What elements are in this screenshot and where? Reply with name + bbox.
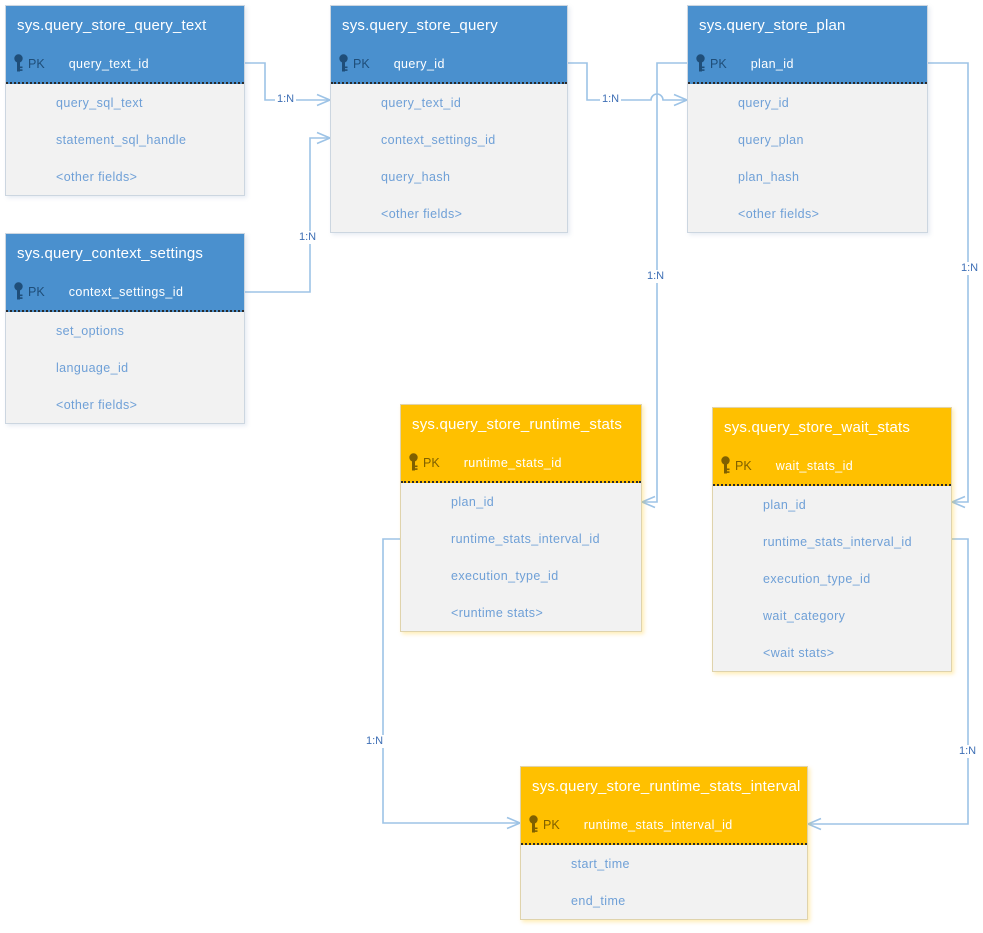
entity-title: sys.query_store_runtime_stats_interval: [521, 767, 807, 806]
pk-field-name: runtime_stats_id: [463, 455, 562, 470]
field-row[interactable]: <other fields>: [56, 169, 138, 184]
entity-query-store-query[interactable]: sys.query_store_query PK query_id query_…: [330, 5, 568, 233]
pk-badge: PK: [353, 56, 370, 71]
field-row[interactable]: statement_sql_handle: [56, 132, 187, 147]
connector-context-query: [245, 137, 329, 293]
pk-row[interactable]: PK plan_id: [688, 45, 927, 84]
entity-title: sys.query_context_settings: [6, 234, 244, 273]
pk-row[interactable]: PK runtime_stats_interval_id: [521, 806, 807, 845]
entity-query-store-runtime-stats[interactable]: sys.query_store_runtime_stats PK runtime…: [400, 404, 642, 632]
entity-query-store-plan[interactable]: sys.query_store_plan PK plan_id query_id…: [687, 5, 928, 233]
entity-query-store-wait-stats[interactable]: sys.query_store_wait_stats PK wait_stats…: [712, 407, 952, 672]
key-icon: [408, 453, 422, 472]
field-row[interactable]: execution_type_id: [763, 571, 871, 586]
relationship-label: 1:N: [645, 270, 667, 283]
entity-title: sys.query_store_query_text: [6, 6, 244, 45]
pk-badge: PK: [710, 56, 727, 71]
connector-plan-waitstats: [928, 62, 969, 503]
key-icon: [528, 815, 542, 834]
field-row[interactable]: query_sql_text: [56, 95, 143, 110]
pk-row[interactable]: PK query_text_id: [6, 45, 244, 84]
entity-query-store-runtime-stats-interval[interactable]: sys.query_store_runtime_stats_interval P…: [520, 766, 808, 920]
connector-runtimestats-interval: [382, 538, 519, 824]
pk-field-name: query_id: [393, 56, 445, 71]
relationship-label: 1:N: [275, 93, 297, 106]
pk-field-name: wait_stats_id: [775, 458, 854, 473]
pk-field-name: context_settings_id: [68, 284, 184, 299]
field-row[interactable]: <wait stats>: [763, 645, 835, 660]
pk-badge: PK: [423, 455, 440, 470]
pk-badge: PK: [28, 284, 45, 299]
pk-badge: PK: [543, 817, 560, 832]
pk-row[interactable]: PK wait_stats_id: [713, 447, 951, 486]
field-row[interactable]: <other fields>: [738, 206, 820, 221]
field-row[interactable]: <other fields>: [56, 397, 138, 412]
entity-title: sys.query_store_plan: [688, 6, 927, 45]
entity-query-context-settings[interactable]: sys.query_context_settings PK context_se…: [5, 233, 245, 424]
field-row[interactable]: start_time: [571, 856, 630, 871]
field-row[interactable]: query_text_id: [381, 95, 462, 110]
key-icon: [695, 54, 709, 73]
field-row[interactable]: language_id: [56, 360, 129, 375]
pk-badge: PK: [28, 56, 45, 71]
field-row[interactable]: plan_id: [451, 494, 495, 509]
arrowhead-plan-waitstats: [949, 495, 966, 509]
field-row[interactable]: plan_hash: [738, 169, 800, 184]
relationship-label: 1:N: [959, 262, 981, 275]
pk-row[interactable]: PK query_id: [331, 45, 567, 84]
arrowhead-waitstats-interval: [805, 817, 822, 831]
field-row[interactable]: <other fields>: [381, 206, 463, 221]
connector-querytext-query: [245, 62, 329, 101]
key-icon: [13, 282, 27, 301]
relationship-label: 1:N: [297, 231, 319, 244]
field-row[interactable]: <runtime stats>: [451, 605, 544, 620]
arrowhead-plan-runtimestats: [639, 495, 656, 509]
connector-query-plan: [568, 62, 686, 101]
relationship-label: 1:N: [600, 93, 622, 106]
field-row[interactable]: runtime_stats_interval_id: [763, 534, 912, 549]
pk-row[interactable]: PK context_settings_id: [6, 273, 244, 312]
entity-title: sys.query_store_runtime_stats: [401, 405, 641, 444]
relationship-label: 1:N: [957, 745, 979, 758]
field-row[interactable]: set_options: [56, 323, 125, 338]
entity-title: sys.query_store_wait_stats: [713, 408, 951, 447]
key-icon: [13, 54, 27, 73]
field-row[interactable]: query_hash: [381, 169, 451, 184]
field-row[interactable]: runtime_stats_interval_id: [451, 531, 600, 546]
connector-waitstats-interval: [809, 538, 969, 825]
key-icon: [720, 456, 734, 475]
field-row[interactable]: context_settings_id: [381, 132, 496, 147]
field-row[interactable]: query_id: [738, 95, 790, 110]
entity-title: sys.query_store_query: [331, 6, 567, 45]
pk-badge: PK: [735, 458, 752, 473]
pk-field-name: plan_id: [750, 56, 794, 71]
field-row[interactable]: plan_id: [763, 497, 807, 512]
field-row[interactable]: execution_type_id: [451, 568, 559, 583]
field-row[interactable]: end_time: [571, 893, 626, 908]
entity-query-store-query-text[interactable]: sys.query_store_query_text PK query_text…: [5, 5, 245, 196]
field-row[interactable]: query_plan: [738, 132, 804, 147]
field-row[interactable]: wait_category: [763, 608, 846, 623]
pk-row[interactable]: PK runtime_stats_id: [401, 444, 641, 483]
key-icon: [338, 54, 352, 73]
relationship-label: 1:N: [364, 735, 386, 748]
pk-field-name: runtime_stats_interval_id: [583, 817, 733, 832]
pk-field-name: query_text_id: [68, 56, 149, 71]
